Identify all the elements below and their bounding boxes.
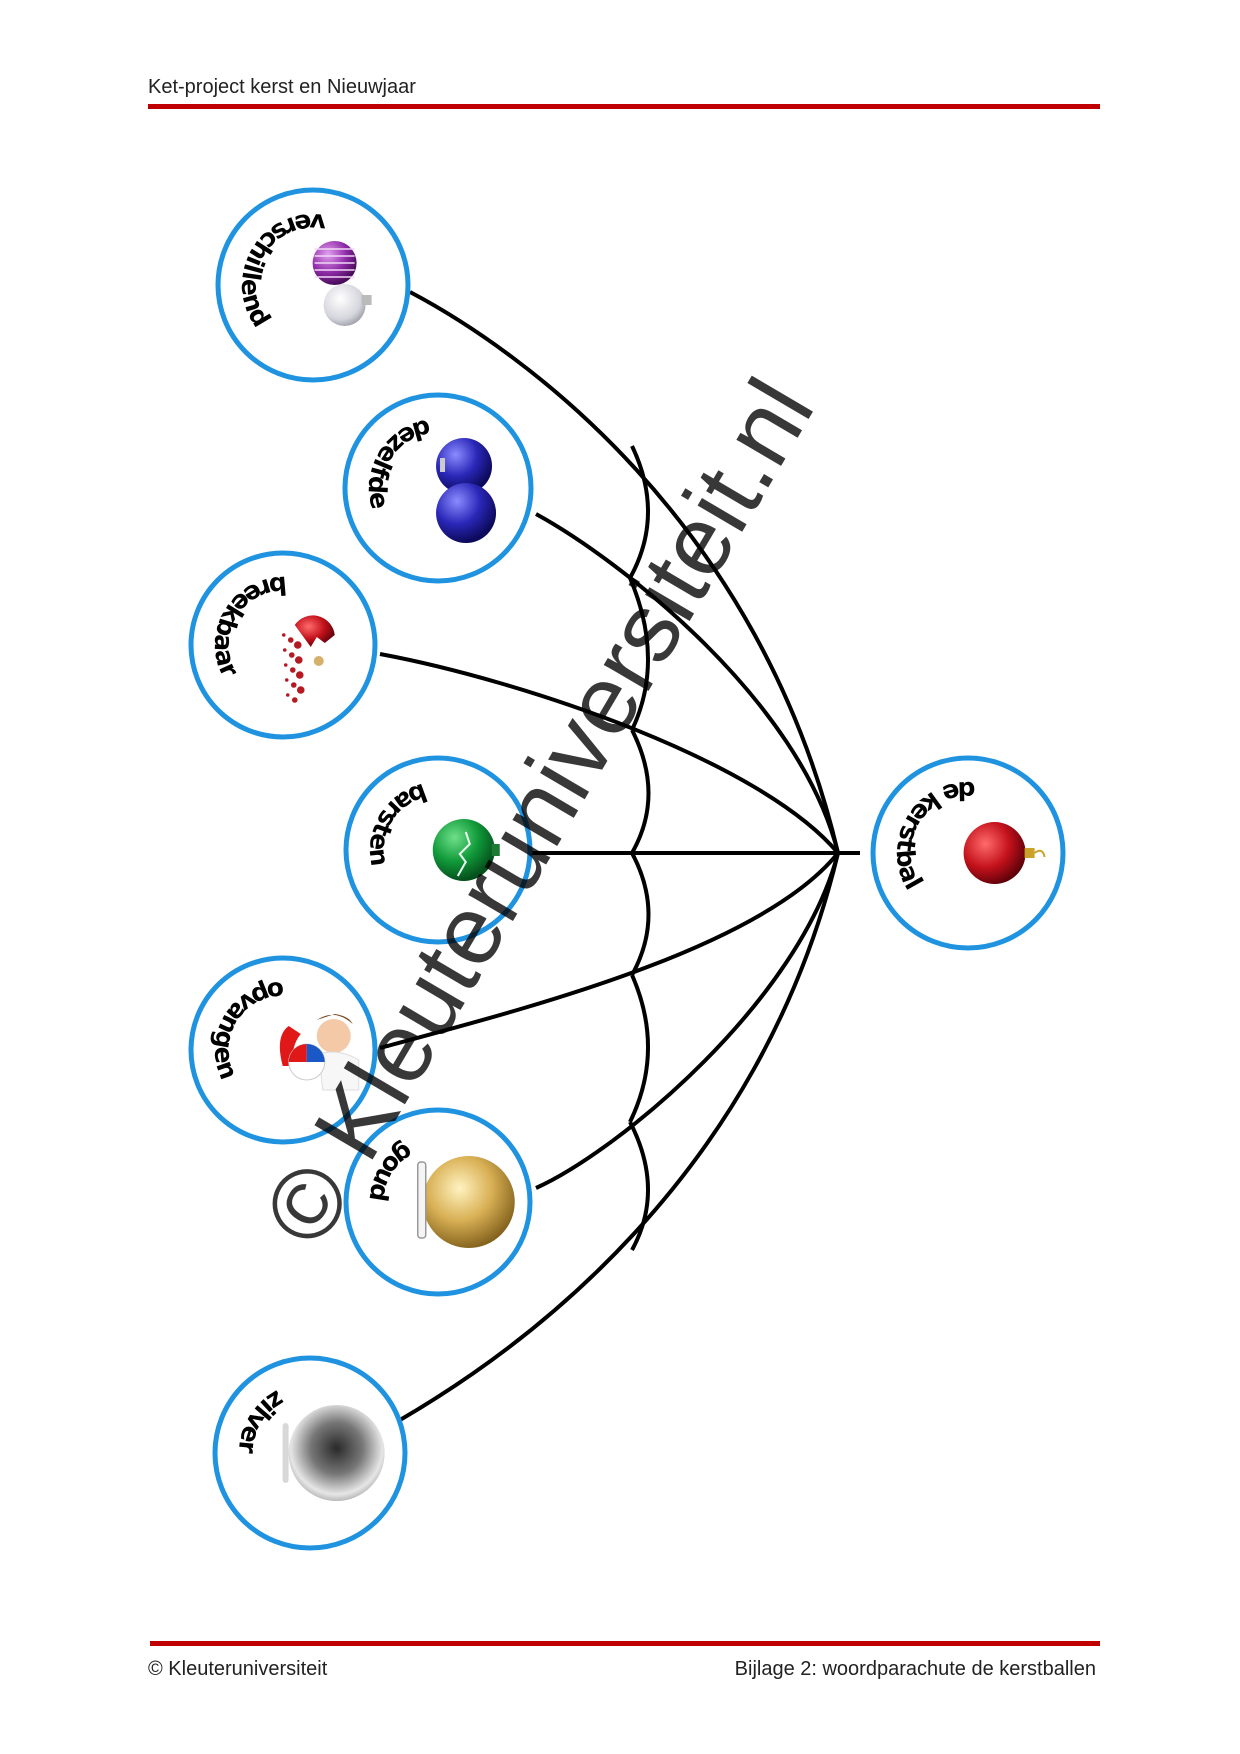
word-circle-zilver: zilver	[212, 1355, 408, 1551]
blue-ornaments-icon	[436, 438, 497, 543]
web-arc	[628, 445, 650, 579]
word-circle-goud: goud	[343, 1107, 533, 1297]
circle-border	[188, 550, 378, 740]
silver-ornament-icon	[282, 1405, 385, 1501]
child-catching-ball-icon	[279, 1014, 360, 1091]
broken-ornament-icon	[281, 615, 335, 703]
web-arc	[630, 729, 651, 854]
watermark: © Kleuteruniversiteit.nl	[241, 361, 834, 1263]
web-arc	[628, 1121, 650, 1251]
header-title: Ket-project kerst en Nieuwjaar	[148, 76, 416, 98]
connector-lines	[379, 290, 860, 1422]
word-circle-dezelfde: dezelfde	[342, 392, 534, 584]
connector-line	[398, 852, 840, 1422]
header-rule	[148, 104, 1100, 109]
connector-line	[535, 512, 840, 854]
footer-rule	[150, 1641, 1100, 1646]
hub-circle: de kerstbal	[870, 755, 1066, 951]
word-circle-opvangen: opvangen	[188, 955, 378, 1145]
purple-silver-ornaments-icon	[312, 241, 372, 326]
web-arc	[628, 577, 650, 731]
footer-appendix-label: Bijlage 2: woordparachute de kerstballen	[734, 1658, 1096, 1680]
web-arc	[628, 974, 650, 1123]
word-circle-breekbaar: breekbaar	[188, 550, 378, 740]
circle-border	[215, 187, 411, 383]
word-circle-verschillend: verschillend	[215, 187, 411, 383]
connector-line	[535, 852, 840, 1190]
footer-copyright: © Kleuteruniversiteit	[148, 1658, 328, 1680]
cracked-green-ornament-icon	[432, 819, 500, 881]
gold-ornament-icon	[417, 1156, 515, 1248]
red-ornament-icon	[963, 822, 1046, 884]
web-arc	[630, 852, 651, 976]
word-circle-barsten: barsten	[343, 755, 533, 945]
connector-line	[409, 290, 840, 854]
